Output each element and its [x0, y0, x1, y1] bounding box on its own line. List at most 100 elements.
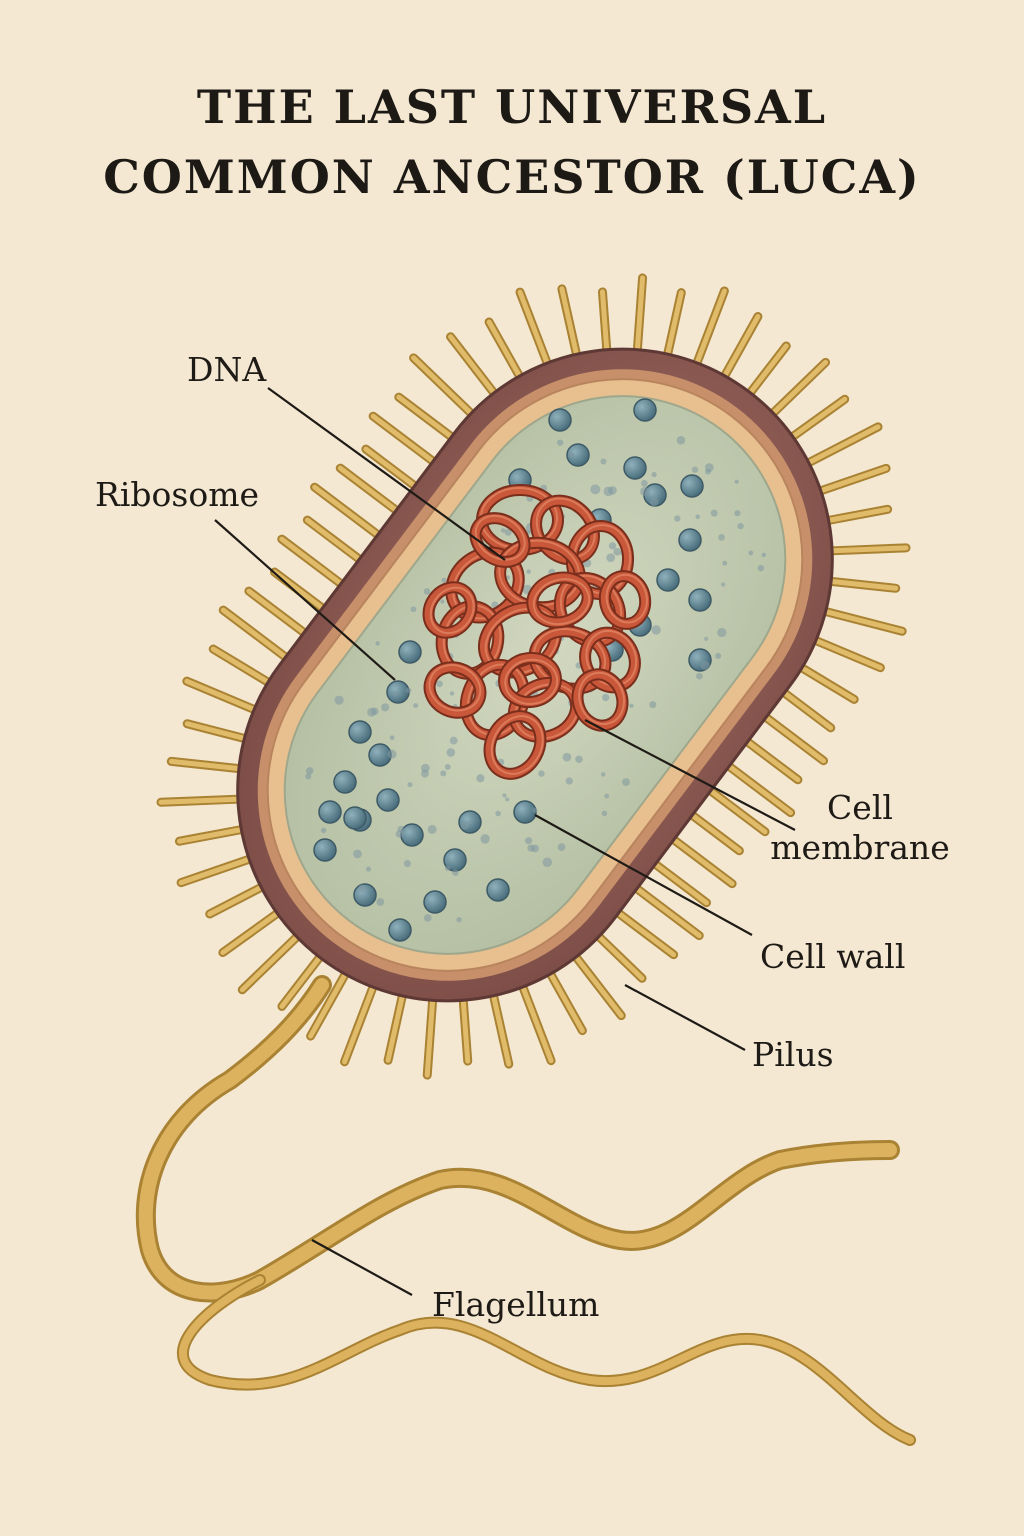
granule: [381, 703, 390, 712]
pilus: [817, 607, 905, 634]
granule: [606, 553, 616, 563]
pilus: [396, 394, 459, 443]
granule: [640, 486, 650, 497]
granule: [502, 793, 507, 798]
pilus: [308, 966, 351, 1039]
granule: [674, 515, 681, 522]
granule: [622, 778, 630, 787]
pilus: [545, 966, 585, 1034]
granule: [532, 807, 538, 813]
pilus: [184, 678, 263, 715]
pilus: [823, 545, 909, 554]
granule: [601, 810, 608, 817]
dna-nucleoid: [422, 484, 652, 780]
granule: [715, 652, 722, 660]
pilus: [312, 484, 386, 541]
granule: [405, 687, 412, 693]
granule: [476, 774, 485, 783]
ribosome-granule: [376, 788, 400, 812]
pilus: [692, 288, 727, 372]
pilus: [411, 355, 478, 421]
granule: [602, 693, 610, 702]
granule: [717, 627, 727, 638]
pilus: [342, 978, 378, 1065]
granule: [365, 866, 372, 872]
granule: [557, 843, 566, 852]
pilus: [337, 465, 404, 517]
granule: [604, 793, 610, 799]
flagellum-strand: [135, 975, 900, 1303]
granule: [600, 458, 607, 465]
granule: [505, 797, 510, 802]
granule: [375, 641, 380, 646]
ribosome-granule: [566, 443, 590, 467]
granule: [427, 824, 437, 834]
granule: [480, 834, 490, 844]
granule: [392, 691, 398, 697]
leader-line-dna: [267, 387, 506, 561]
dna-loop-highlight: [504, 658, 559, 705]
ribosome-granule: [486, 878, 510, 902]
granule: [353, 849, 362, 859]
granule: [389, 735, 395, 741]
pilus: [184, 721, 253, 743]
pilus: [176, 825, 250, 844]
ribosome-granule: [348, 720, 372, 744]
pilus: [304, 517, 367, 566]
pilus: [158, 796, 247, 805]
granule: [603, 486, 614, 497]
granule: [737, 522, 744, 530]
granule: [562, 752, 572, 762]
pilus: [220, 907, 285, 956]
ribosome-granule: [548, 408, 572, 432]
flagellum: [135, 975, 916, 1446]
granule: [436, 680, 443, 688]
granule: [696, 672, 703, 680]
granule: [305, 773, 312, 780]
granule: [629, 703, 634, 709]
granule: [524, 837, 533, 845]
pilus: [794, 662, 857, 702]
pilus: [822, 578, 899, 591]
granule: [557, 439, 564, 446]
granule: [440, 770, 447, 777]
pilus: [592, 929, 645, 981]
pilus: [207, 882, 270, 917]
ribosome-granule: [633, 398, 657, 422]
label-flagellum: Flagellum: [432, 1285, 600, 1324]
label-ribosome: Ribosome: [95, 475, 260, 514]
pilus: [812, 465, 889, 496]
dna-loop-highlight: [585, 629, 638, 687]
granule: [710, 509, 718, 517]
granule: [649, 497, 659, 507]
granule: [722, 560, 728, 566]
pilus: [611, 907, 677, 958]
granule: [704, 636, 709, 641]
ribosome-granule: [388, 918, 412, 942]
granule: [495, 810, 501, 817]
leader-line-pilus: [624, 984, 746, 1051]
ribosome-granule: [333, 770, 357, 794]
dna-loop-highlight: [578, 671, 626, 726]
pilus: [703, 784, 768, 835]
pilus: [210, 646, 276, 688]
pilus: [599, 289, 610, 359]
leader-line-cell-wall: [534, 814, 753, 936]
granule: [613, 548, 621, 556]
pilus: [460, 991, 471, 1064]
dna-loop-highlight: [490, 715, 544, 775]
granule: [334, 695, 344, 705]
pilus: [517, 289, 552, 372]
pilus: [663, 290, 684, 363]
granule: [456, 917, 462, 923]
granule: [734, 479, 739, 484]
pilus: [559, 286, 581, 363]
granule: [695, 514, 700, 519]
granule: [649, 701, 657, 709]
pilus: [758, 711, 827, 764]
granule: [718, 534, 725, 541]
granule: [757, 564, 765, 572]
granule: [565, 777, 573, 785]
pilus: [569, 949, 624, 1019]
